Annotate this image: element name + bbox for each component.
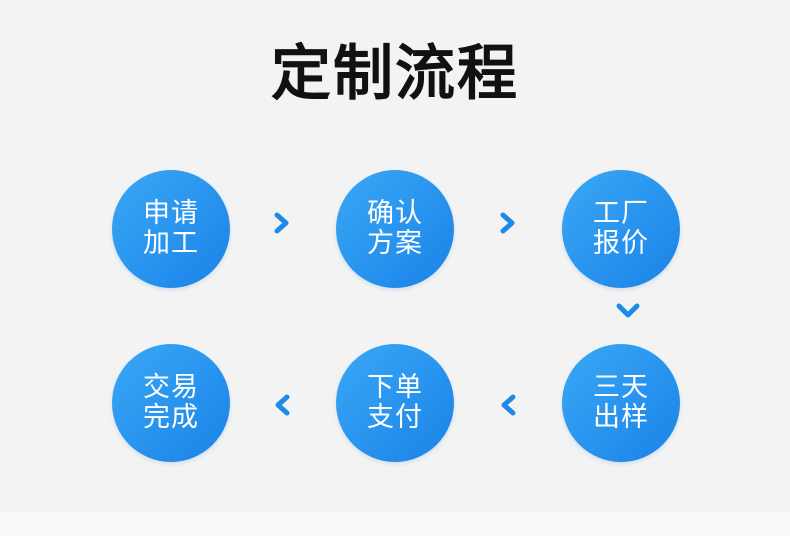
arrow-left-icon [273, 394, 291, 416]
step-label-line1: 申请 [143, 198, 199, 229]
step-label-line2: 完成 [143, 402, 199, 433]
arrow-right-icon [273, 212, 291, 234]
step-three-day-sample: 三天 出样 [562, 344, 680, 462]
step-label-line1: 确认 [367, 198, 423, 229]
step-label-line1: 下单 [367, 372, 423, 403]
arrow-down-icon [616, 302, 640, 320]
step-label-line2: 支付 [367, 402, 423, 433]
step-factory-quote: 工厂 报价 [562, 170, 680, 288]
step-order-payment: 下单 支付 [336, 344, 454, 462]
step-apply-processing: 申请 加工 [112, 170, 230, 288]
step-label-line2: 方案 [367, 228, 423, 259]
arrow-right-icon [499, 212, 517, 234]
step-transaction-complete: 交易 完成 [112, 344, 230, 462]
bottom-band [0, 512, 790, 536]
step-label-line1: 交易 [143, 372, 199, 403]
step-label-line2: 加工 [143, 228, 199, 259]
page-title: 定制流程 [271, 39, 519, 109]
step-confirm-plan: 确认 方案 [336, 170, 454, 288]
arrow-left-icon [499, 394, 517, 416]
step-label-line1: 工厂 [593, 198, 649, 229]
step-label-line2: 出样 [593, 402, 649, 433]
step-label-line2: 报价 [593, 228, 649, 259]
step-label-line1: 三天 [593, 372, 649, 403]
